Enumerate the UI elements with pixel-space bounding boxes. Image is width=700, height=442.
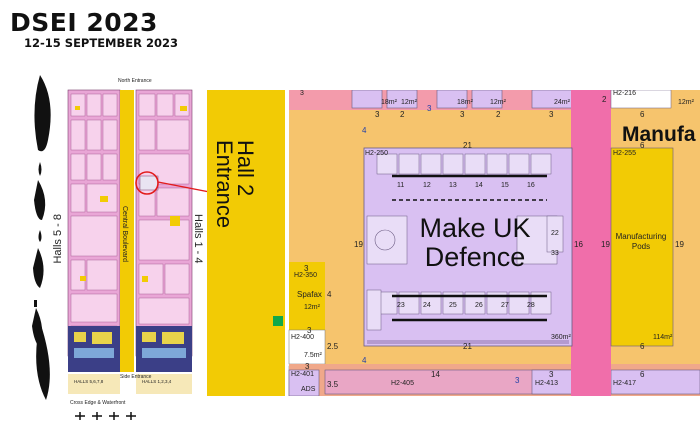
area-label: 360m²: [551, 334, 571, 341]
dim-label: 2: [400, 110, 405, 119]
stand-name: Spafax: [297, 290, 322, 299]
area-label: 18m²: [457, 99, 473, 106]
make-uk-defence-label[interactable]: Make UK Defence: [419, 213, 531, 272]
dim-label: 4: [327, 290, 332, 299]
dim-label: 3.5: [327, 380, 339, 389]
dim-label: 3: [307, 326, 312, 335]
venue-overview-map[interactable]: Halls 5 - 8 Halls 1 - 4 Central Boulevar…: [30, 76, 204, 420]
page-title: DSEI 2023: [10, 8, 158, 37]
stand-name: ADS: [301, 386, 316, 393]
stand-id: H2-401: [291, 371, 314, 378]
booth-number: 13: [449, 182, 457, 189]
highlight-circle: [135, 171, 159, 195]
dim-label: 14: [431, 370, 440, 379]
area-label: 12m²: [678, 99, 694, 106]
aisle-label: 4: [362, 356, 367, 365]
area-label: 7.5m²: [304, 352, 322, 359]
booth-number: 33: [551, 250, 559, 257]
stand-id: H2-400: [291, 334, 314, 341]
bottom-hall-left-label: HALLS 5,6,7,8: [74, 379, 104, 384]
stand-id: H2-413: [535, 380, 558, 387]
dim-label: 19: [601, 240, 610, 249]
dim-label: 19: [675, 240, 684, 249]
stand-id: H2-405: [391, 380, 414, 387]
detail-floorplan: [207, 90, 700, 396]
manufacturing-heading: Manufa: [622, 123, 696, 146]
booth-number: 25: [449, 302, 457, 309]
aisle-label: 3: [427, 104, 432, 113]
dim-label: 6: [640, 342, 645, 351]
waterfront-shapes: [32, 75, 51, 400]
area-label: 18m²: [381, 99, 397, 106]
central-boulevard-label: Central Boulevard: [121, 206, 128, 263]
dim-label: 6: [640, 141, 645, 150]
dim-label: 3: [549, 370, 554, 379]
dim-label: 19: [354, 240, 363, 249]
bottom-hall-right-label: HALLS 1,2,3,4: [142, 379, 172, 384]
dim-label: 3: [304, 264, 309, 273]
booth-number: 22: [551, 230, 559, 237]
side-entrance-label: Side Entrance: [120, 374, 152, 380]
stand-id: H2-216: [613, 90, 636, 97]
booth-number: 11: [397, 182, 405, 189]
dim-label: 3: [460, 110, 465, 119]
booth-number: 26: [475, 302, 483, 309]
cross-edge-label: Cross Edge & Waterfront: [70, 400, 126, 406]
aisle-label: 4: [362, 126, 367, 135]
dim-label: 3: [300, 90, 304, 97]
aisle-label: 3: [515, 376, 520, 385]
dim-label: 6: [640, 110, 645, 119]
dim-label: 21: [463, 141, 472, 150]
dim-label: 6: [640, 370, 645, 379]
booth-number: 12: [423, 182, 431, 189]
booth-number: 28: [527, 302, 535, 309]
area-label: 114m²: [653, 334, 673, 341]
area-label: 12m²: [490, 99, 506, 106]
booth-number: 24: [423, 302, 431, 309]
event-dates: 12-15 SEPTEMBER 2023: [24, 36, 178, 50]
dim-label: 3: [305, 362, 310, 371]
dim-label: 16: [574, 240, 583, 249]
manufacturing-pods-label[interactable]: Manufacturing Pods: [615, 232, 667, 251]
dim-label: 3: [549, 110, 554, 119]
area-label: 24m²: [554, 99, 570, 106]
north-entrance-label: North Entrance: [118, 78, 152, 84]
booth-number: 15: [501, 182, 509, 189]
area-label: 12m²: [304, 304, 320, 311]
booth-number: 14: [475, 182, 483, 189]
dim-label: 2: [496, 110, 501, 119]
dim-label: 2.5: [327, 342, 339, 351]
booth-number: 16: [527, 182, 535, 189]
area-label: 12m²: [401, 99, 417, 106]
booth-number: 23: [397, 302, 405, 309]
dim-label: 21: [463, 342, 472, 351]
overview-floorplan: [67, 89, 193, 394]
stand-id: H2-350: [294, 272, 317, 279]
hall2-entrance-label: Hall 2 Entrance: [212, 140, 258, 229]
airplane-icons: [75, 412, 136, 420]
booth-number: 27: [501, 302, 509, 309]
dim-label: 3: [375, 110, 380, 119]
halls-1-4-label: Halls 1 - 4: [192, 214, 204, 264]
dim-label: 2: [602, 95, 607, 104]
hall2-detail-map[interactable]: 3 18m² 12m² 18m² 12m² 24m² 12m² 3 2 3 2 …: [207, 90, 700, 396]
stand-id: H2-255: [613, 150, 636, 157]
stand-id: H2-250: [365, 150, 388, 157]
stand-id: H2-417: [613, 380, 636, 387]
